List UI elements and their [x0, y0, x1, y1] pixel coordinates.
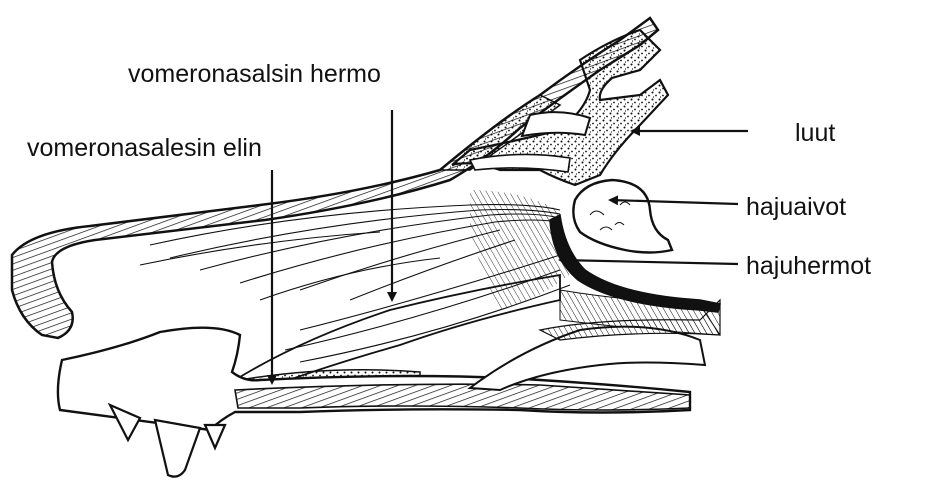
olfactory-bulb: [573, 180, 672, 253]
ethmoid-bones: [452, 30, 668, 185]
label-bones: luut: [795, 121, 835, 146]
label-olfactory-bulb: hajuaivot: [746, 195, 846, 220]
label-vomeronasal-organ: vomeronasalesin elin: [27, 136, 262, 161]
arrow-olfactory-nerves: [560, 260, 738, 264]
label-olfactory-nerves: hajuhermot: [746, 254, 871, 279]
label-vomeronasal-nerve: vomeronasalsin hermo: [128, 62, 381, 87]
